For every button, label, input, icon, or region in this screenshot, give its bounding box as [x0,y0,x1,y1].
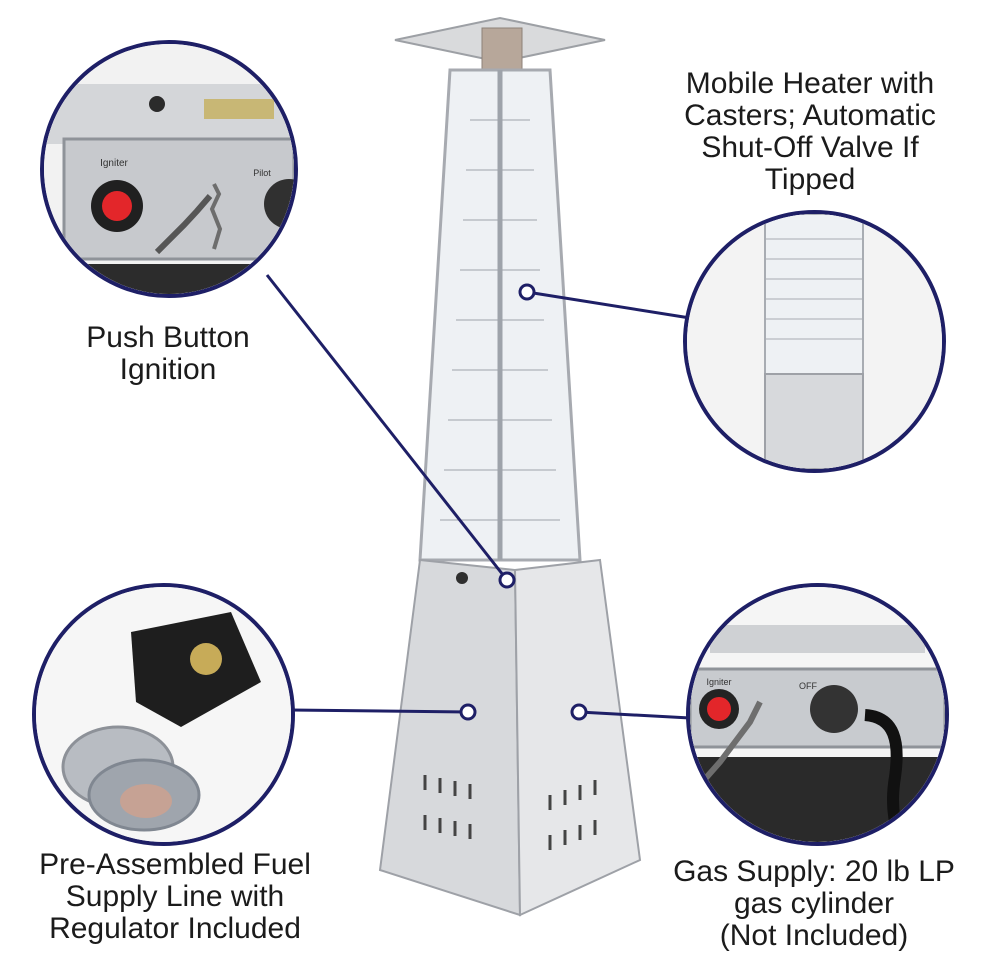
gas-supply-detail-circle: Igniter OFF [686,583,949,846]
ignition-detail-circle: Igniter Pilot [40,40,298,298]
fuel-line-label: Pre-Assembled Fuel Supply Line with Regu… [39,848,311,945]
push-button-ignition-label: Push Button Ignition [86,321,250,386]
mobile-heater-detail-circle [683,210,946,473]
fuel-regulator-detail-circle [32,583,295,846]
igniter-label: Igniter [100,158,128,169]
connector-dot-gas [570,703,588,721]
connector-dot-fuel [459,703,477,721]
pilot-label: Pilot [253,168,271,178]
ignition-hole [456,572,468,584]
gas-igniter-label: Igniter [706,677,731,687]
heater-base-right [513,558,642,917]
connector-dot-ignition [498,571,516,589]
gas-supply-label: Gas Supply: 20 lb LP gas cylinder (Not I… [673,855,955,952]
mobile-heater-label: Mobile Heater with Casters; Automatic Sh… [684,67,936,196]
connector-dot-mobile [518,283,536,301]
off-label: OFF [799,681,817,691]
heater-base-left [378,558,522,917]
